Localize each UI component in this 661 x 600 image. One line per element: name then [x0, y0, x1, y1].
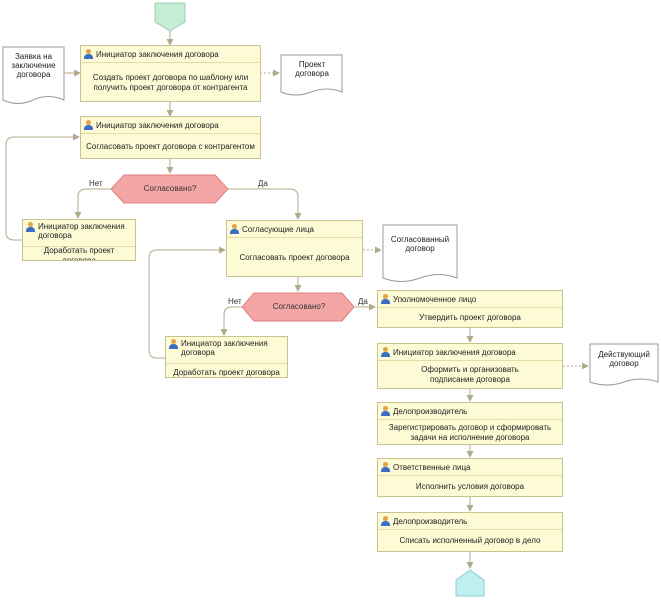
- document-request-label: Заявка на заключение договора: [11, 52, 56, 79]
- task-text: Доработать проект договора: [173, 367, 280, 377]
- connector: [5, 133, 80, 241]
- task-text: Списать исполненный договор в дело: [399, 536, 541, 545]
- task-rework-draft: Инициатор заключения договора Доработать…: [22, 219, 136, 261]
- task-text: Зарегистрировать договор и сформировать …: [388, 422, 552, 442]
- task-text: Оформить и организовать подписание догов…: [421, 365, 519, 384]
- task-text: Согласовать проект договора: [239, 252, 350, 262]
- task-actor: Делопроизводитель: [393, 406, 468, 416]
- person-icon: [381, 294, 390, 304]
- person-icon: [381, 462, 390, 472]
- person-icon: [381, 406, 390, 416]
- task-approve-draft: Уполномоченное лицо Утвердить проект дог…: [377, 290, 563, 328]
- person-icon: [26, 222, 35, 232]
- task-text: Создать проект договора по шаблону или п…: [92, 72, 249, 92]
- decision-label: Согласовано?: [272, 302, 326, 311]
- task-execute-contract: Ответственные лица Исполнить условия дог…: [377, 458, 563, 497]
- task-actor: Инициатор заключения договора: [96, 120, 219, 130]
- connector: [220, 306, 242, 336]
- document-active-label: Действующий договор: [598, 350, 650, 368]
- task-actor: Инициатор заключения договора: [38, 222, 125, 240]
- person-icon: [84, 49, 93, 59]
- task-create-draft: Инициатор заключения договора Создать пр…: [80, 45, 261, 102]
- connector: [148, 246, 226, 359]
- document-agreed-label: Согласованный договор: [390, 235, 450, 253]
- end-event: [455, 569, 485, 597]
- decision-label: Согласовано?: [143, 184, 197, 193]
- task-rework-draft-2: Инициатор заключения договора Доработать…: [165, 336, 288, 378]
- connector: [228, 188, 302, 220]
- connector: [74, 188, 111, 219]
- task-approvers-review: Согласующие лица Согласовать проект дого…: [226, 220, 363, 277]
- person-icon: [381, 516, 390, 526]
- task-actor: Уполномоченное лицо: [393, 294, 477, 304]
- document-shape: [280, 54, 343, 96]
- document-shape: [2, 46, 65, 104]
- start-event: [154, 2, 186, 32]
- person-icon: [230, 224, 239, 234]
- document-shape: [382, 224, 458, 282]
- task-actor: Инициатор заключения договора: [393, 347, 516, 357]
- task-actor: Инициатор заключения договора: [96, 49, 219, 59]
- person-icon: [169, 339, 178, 349]
- document-draft-label: Проект договора: [295, 60, 329, 78]
- flow-label-no: Нет: [89, 179, 103, 188]
- task-text: Доработать проект договора: [43, 245, 115, 261]
- document-shape: [589, 343, 659, 386]
- task-actor: Делопроизводитель: [393, 516, 468, 526]
- task-arrange-signing: Инициатор заключения договора Оформить и…: [377, 343, 563, 389]
- task-actor: Согласующие лица: [242, 224, 314, 234]
- task-text: Согласовать проект договора с контрагент…: [86, 141, 255, 151]
- task-actor: Ответственные лица: [393, 462, 471, 472]
- flow-label-yes: Да: [258, 179, 268, 188]
- task-actor: Инициатор заключения договора: [181, 339, 268, 357]
- task-text: Утвердить проект договора: [419, 313, 521, 322]
- task-archive-contract: Делопроизводитель Списать исполненный до…: [377, 512, 563, 552]
- task-text: Исполнить условия договора: [415, 481, 525, 491]
- flow-label-yes: Да: [358, 297, 368, 306]
- task-register-contract: Делопроизводитель Зарегистрировать догов…: [377, 402, 563, 445]
- flow-label-no: Нет: [228, 297, 242, 306]
- person-icon: [84, 120, 93, 130]
- task-agree-with-counterparty: Инициатор заключения договора Согласоват…: [80, 116, 261, 159]
- person-icon: [381, 347, 390, 357]
